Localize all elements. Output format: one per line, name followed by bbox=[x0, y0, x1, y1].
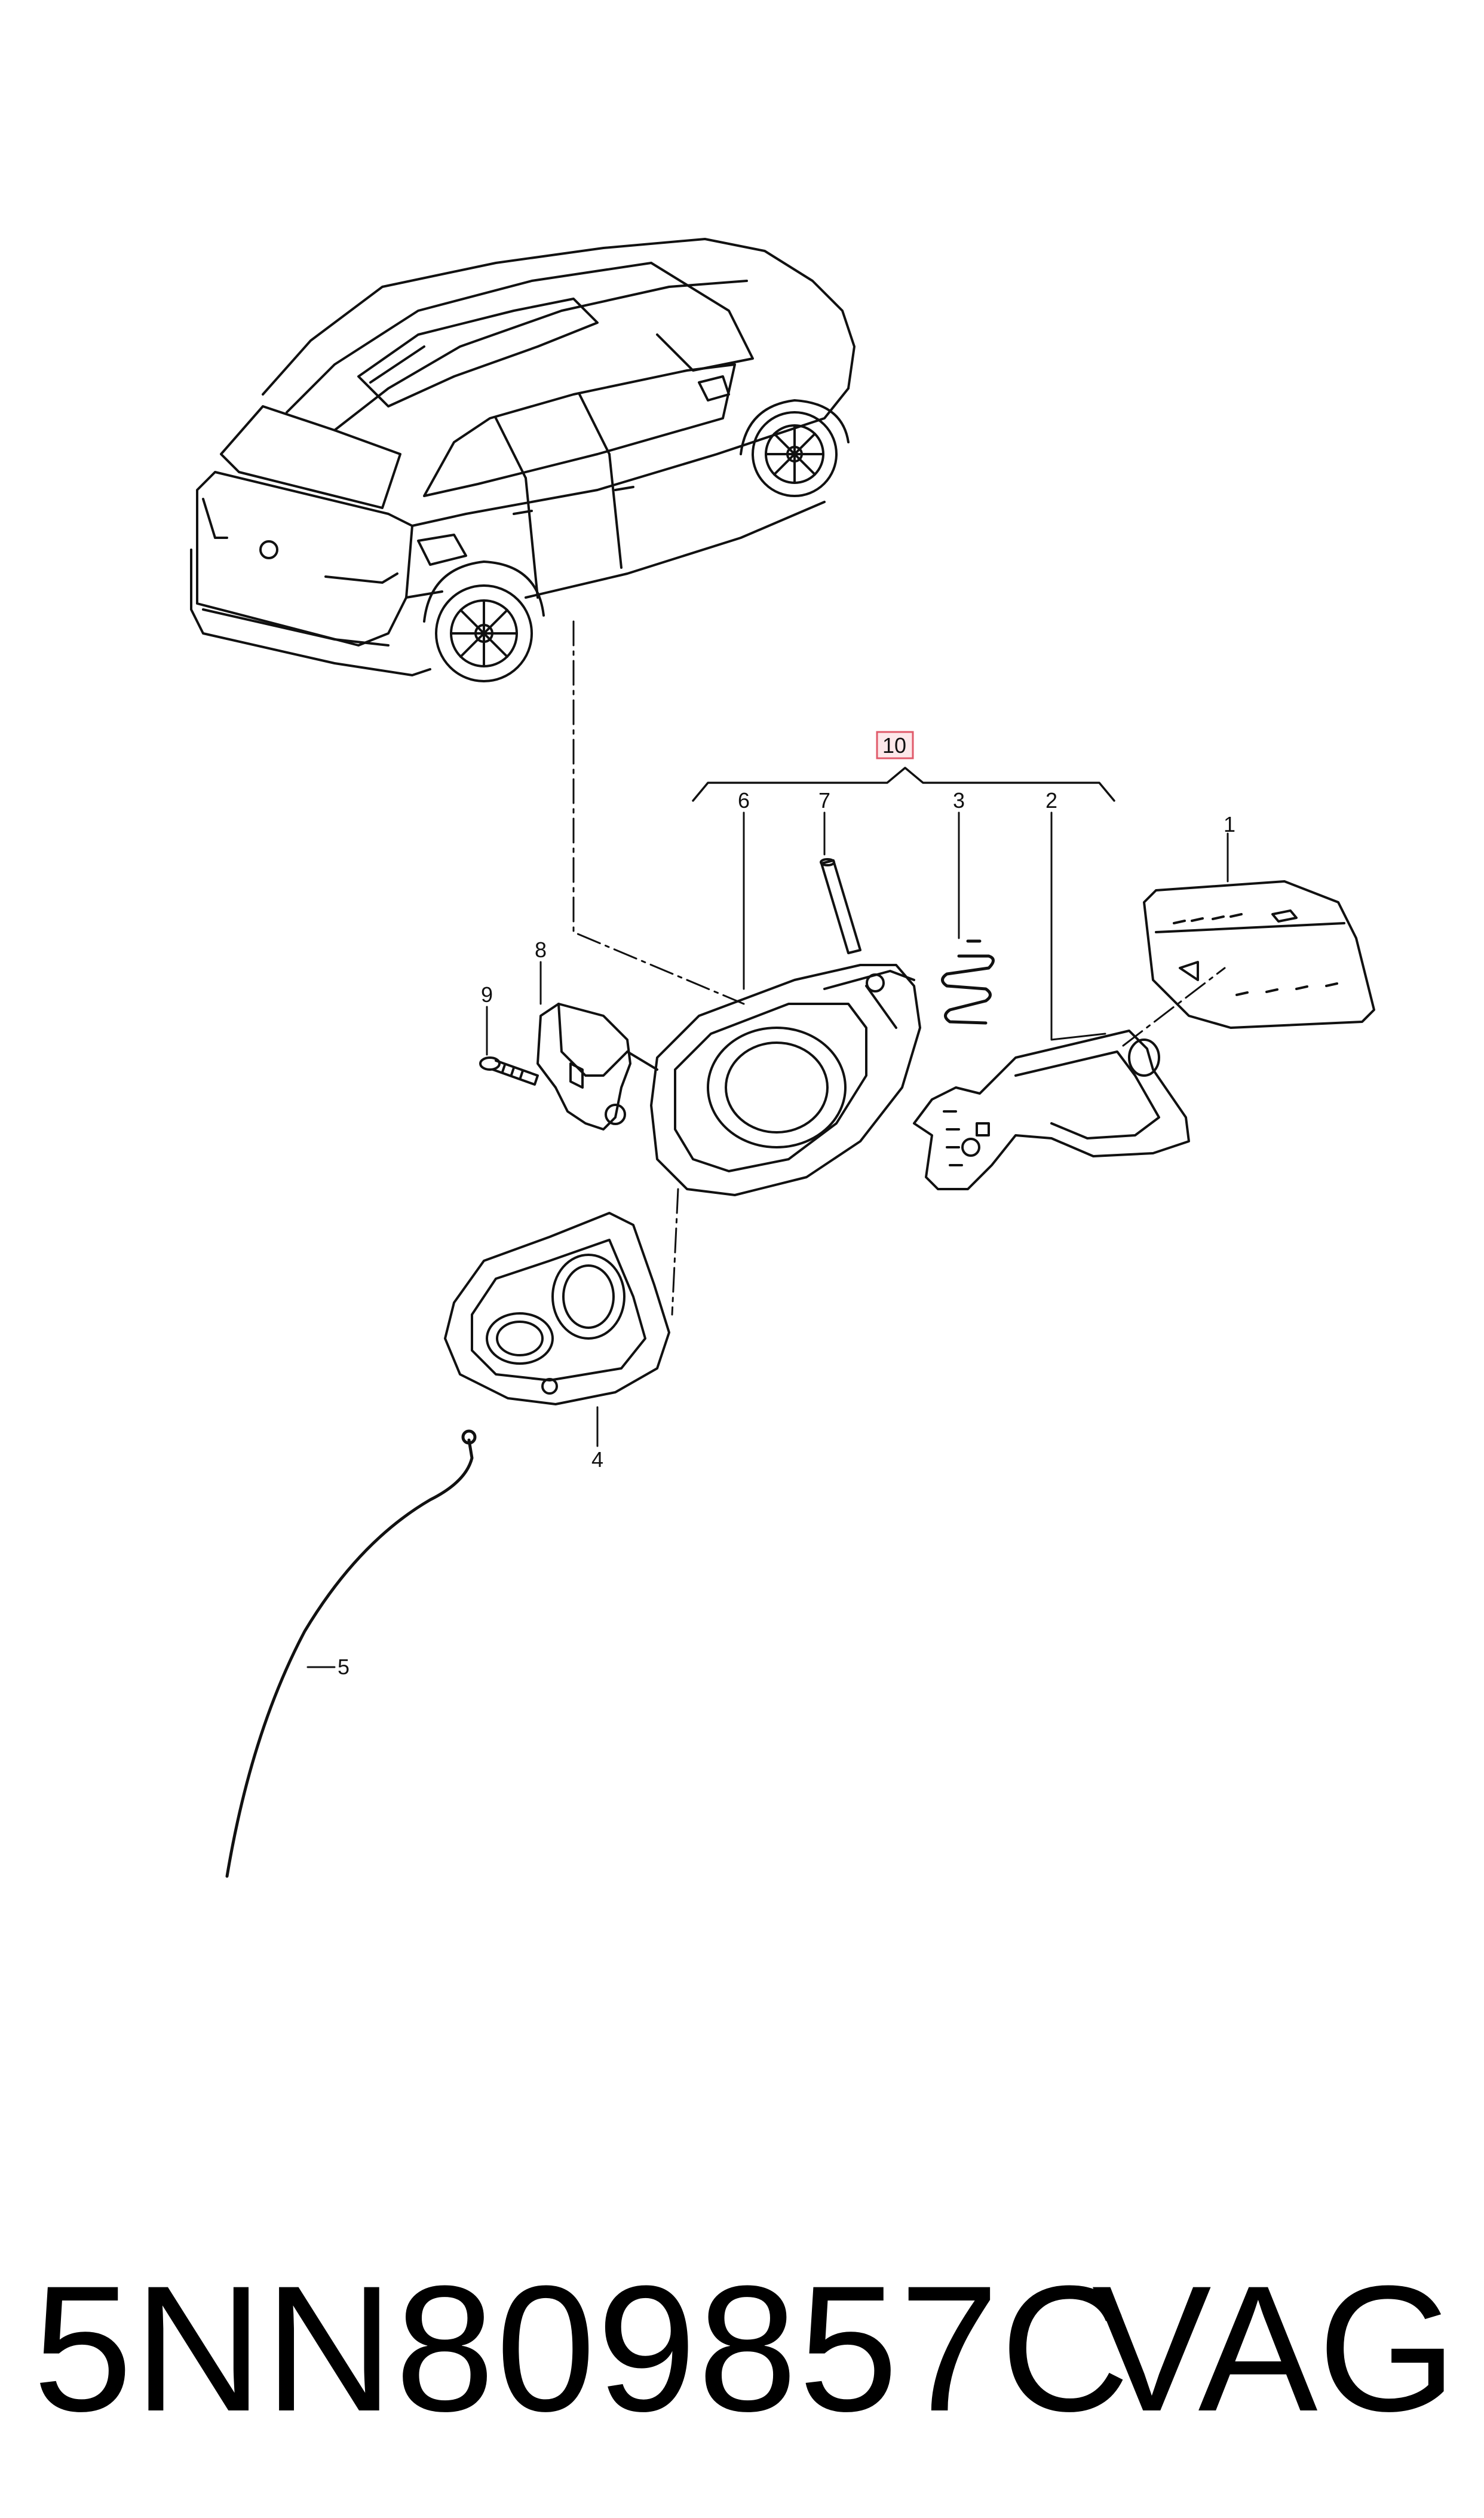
callout-2: 2 bbox=[1045, 788, 1057, 813]
connector-lines bbox=[572, 620, 1226, 1316]
part-number: 5NN809857C bbox=[33, 2248, 1131, 2449]
part-2-housing bbox=[913, 1030, 1190, 1190]
callout-8: 8 bbox=[535, 938, 547, 962]
part-5-cable bbox=[225, 1429, 477, 1878]
assembly-bracket bbox=[692, 767, 1115, 802]
brand-label: VAG bbox=[1091, 2248, 1457, 2449]
part-8-actuator bbox=[536, 1003, 658, 1131]
callout-leader-2 bbox=[1050, 811, 1106, 1041]
insert-opening-small bbox=[486, 1312, 554, 1365]
part-4-insert bbox=[444, 1212, 670, 1405]
callout-6: 6 bbox=[738, 788, 750, 813]
callout-9: 9 bbox=[481, 982, 493, 1007]
filler-opening bbox=[707, 1027, 847, 1148]
callout-3: 3 bbox=[953, 788, 965, 813]
part-3-spring bbox=[941, 939, 995, 1025]
callout-10-box bbox=[876, 731, 914, 759]
part-1-cover bbox=[1143, 880, 1375, 1029]
callout-1: 1 bbox=[1224, 812, 1235, 837]
fuel-flap-on-vehicle bbox=[417, 534, 467, 566]
callout-7: 7 bbox=[818, 788, 830, 813]
callout-4: 4 bbox=[591, 1447, 603, 1472]
insert-opening-large bbox=[551, 1254, 626, 1340]
part-9-screw bbox=[479, 1056, 539, 1086]
front-wheel bbox=[752, 411, 838, 497]
part-6-fuel-flap-unit bbox=[650, 964, 921, 1196]
callout-10: 10 bbox=[882, 733, 906, 758]
part-7-pin bbox=[820, 858, 861, 954]
rear-wheel bbox=[435, 584, 533, 682]
callout-5: 5 bbox=[338, 1655, 349, 1679]
vehicle-illustration bbox=[190, 238, 856, 682]
